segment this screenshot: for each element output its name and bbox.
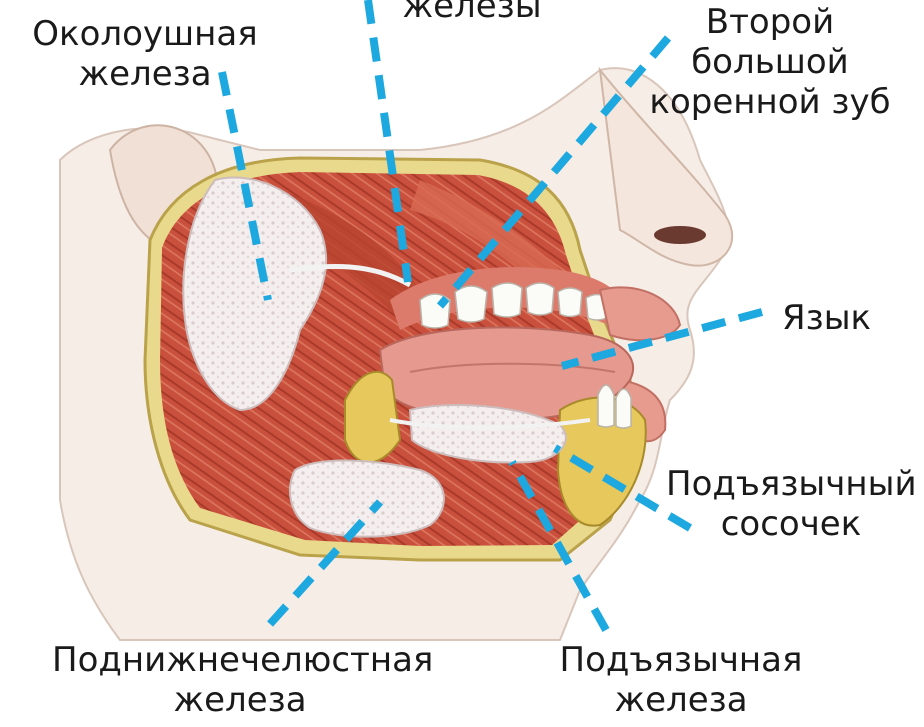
upper-lip <box>598 286 682 342</box>
label-sublingual: Подъязычная железа <box>556 640 806 720</box>
leader-lines <box>218 0 764 632</box>
label-submandibular-line1: Поднижнечелюстная <box>52 640 434 680</box>
label-sublingual-papilla: Подъязычный сосочек <box>666 464 917 544</box>
submandibular-gland-shape <box>289 459 445 538</box>
leader-submandibular <box>267 499 383 627</box>
leader-tongue <box>560 308 764 370</box>
submandibular-duct <box>389 418 591 430</box>
lower-incisors <box>597 384 632 429</box>
sublingual-gland-shape <box>408 404 567 464</box>
label-parotid-line1: Околоушная <box>32 14 258 54</box>
label-tongue-text: Язык <box>782 298 872 338</box>
label-tongue: Язык <box>782 298 902 338</box>
mandible-bone <box>344 370 402 464</box>
tongue-groove <box>409 362 616 373</box>
parotid-gland-shape <box>182 176 328 412</box>
leader-top <box>364 0 412 283</box>
label-second-molar-line2: большой <box>691 42 849 82</box>
label-second-molar-line3: коренной зуб <box>649 82 891 122</box>
nose <box>598 66 734 267</box>
label-submandibular: Поднижнечелюстная железа <box>52 640 434 720</box>
parotid-duct <box>289 264 412 288</box>
nostril <box>654 226 706 244</box>
label-sublingual-line2: железа <box>614 680 748 720</box>
label-submandibular-line2: железа <box>173 680 307 720</box>
label-sublingual-papilla-line2: сосочек <box>720 504 862 544</box>
label-sublingual-papilla-line1: Подъязычный <box>666 464 917 504</box>
label-parotid: Околоушная железа <box>30 14 260 94</box>
leader-sublingual-papilla <box>552 444 693 532</box>
label-top-partial: железы <box>392 0 552 26</box>
label-second-molar-line1: Второй <box>705 2 835 42</box>
label-top-partial-text: железы <box>402 0 542 26</box>
label-parotid-line2: железа <box>78 54 212 94</box>
label-second-molar: Второй большой коренной зуб <box>640 2 900 122</box>
label-sublingual-line1: Подъязычная <box>559 640 803 680</box>
leader-sublingual <box>508 460 610 632</box>
buccinator-muscle <box>410 180 560 290</box>
leader-parotid <box>218 71 272 301</box>
leader-second-molar <box>436 35 672 309</box>
